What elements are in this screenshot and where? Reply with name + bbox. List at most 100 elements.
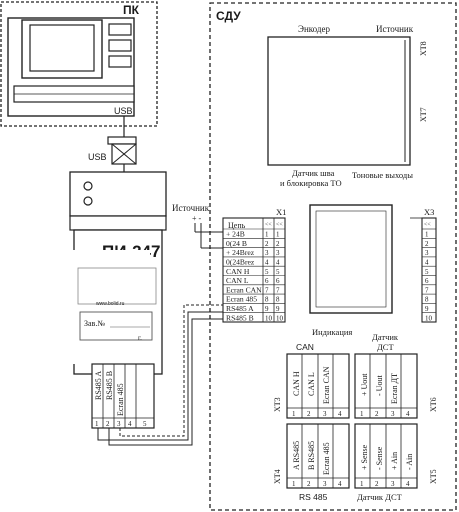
x1-row-number: 1	[265, 231, 269, 239]
x1-row-number-mirror: 1	[276, 231, 280, 239]
x3-row-number: 5	[425, 268, 429, 276]
converter-pin-num-2: 2	[106, 420, 110, 428]
x1-label: X1	[276, 207, 286, 217]
xt4-pin-3-label: Ecran 485	[322, 442, 331, 475]
usb-cable: USB	[88, 116, 137, 172]
svg-text:<<: <<	[265, 222, 272, 228]
xt4-label: XT4	[273, 469, 282, 484]
xt6-title-1: Датчик	[372, 332, 399, 342]
xt6-num-2: 2	[375, 410, 379, 418]
xt5-num-3: 3	[391, 480, 395, 488]
x1-row-number: 4	[265, 259, 269, 267]
xt6-block: Датчик ДСТ XT6 + Uout - Uout Ecran ДТ 1 …	[354, 332, 438, 419]
xt7-label: XT7	[419, 107, 428, 122]
x1-row-number-mirror: 8	[276, 296, 280, 304]
xt3-num-2: 2	[307, 410, 311, 418]
x1-row-number: 10	[265, 314, 273, 322]
x3-row-number: 6	[425, 277, 429, 285]
sdu-title: СДУ	[216, 9, 241, 23]
power-source-label: Источник	[172, 203, 210, 213]
xt6-num-1: 1	[360, 410, 364, 418]
tone-outputs-label: Тоновые выходы	[352, 170, 413, 180]
xt3-title: CAN	[296, 342, 314, 352]
xt6-num-4: 4	[406, 410, 410, 418]
x3-row-number: 4	[425, 259, 429, 267]
xt5-label: XT5	[429, 469, 438, 484]
sdu-dashed-border	[209, 2, 457, 511]
xt4-block: XT4 A RS485 B RS485 Ecran 485 1 2 3 4 RS…	[273, 423, 350, 502]
x1-row-number-mirror: 5	[276, 268, 280, 276]
x1-row-number: 2	[265, 240, 269, 248]
converter-pin-num-4: 4	[128, 420, 132, 428]
x3-row-number: 1	[425, 231, 429, 239]
xt4-bottom-label: RS 485	[299, 492, 328, 502]
x1-row-name: + 24B	[226, 230, 245, 239]
xt3-num-1: 1	[292, 410, 296, 418]
x1-row-name: RS485 B	[226, 313, 254, 322]
x1-row-number: 8	[265, 296, 269, 304]
x1-row-name: CAN L	[226, 276, 249, 285]
x3-row-number: 3	[425, 249, 429, 257]
svg-text:<<: <<	[276, 222, 283, 228]
rs485-wires	[97, 304, 223, 446]
xt6-pin-2-label: - Uout	[375, 375, 384, 396]
x1-header: Цепь	[228, 221, 246, 230]
xt3-pin-3-label: Ecran CAN	[322, 366, 331, 404]
sensor-label-1: Датчик шва	[292, 168, 335, 178]
xt4-num-4: 4	[338, 480, 342, 488]
xt3-pin-1-label: CAN H	[292, 371, 301, 396]
converter-terminal-pins: RS485 A RS485 B Ecran 485 1 2 3 4 5	[94, 364, 147, 428]
xt3-pin-2-label: CAN L	[307, 372, 316, 396]
x1-row-name: Ecran CAN	[226, 285, 262, 294]
x1-row-name: + 24Brez	[226, 248, 255, 257]
xt5-block: XT5 + Sense - Sense + Ain - Ain 1 2 3 4 …	[354, 423, 438, 502]
xt5-num-1: 1	[360, 480, 364, 488]
converter-pin-2-label: RS485 B	[105, 371, 114, 400]
x1-row-number: 7	[265, 286, 269, 294]
xt5-pin-4-label: - Ain	[405, 454, 414, 470]
x1-row-number: 3	[265, 249, 269, 257]
xt3-label: XT3	[273, 397, 282, 412]
x1-row-number: 5	[265, 268, 269, 276]
converter-pin-num-5: 5	[143, 420, 147, 428]
x1-row-number-mirror: 3	[276, 249, 280, 257]
converter-terminal-block	[91, 363, 155, 429]
xt4-pin-2-label: B RS485	[307, 441, 316, 470]
xt6-title-2: ДСТ	[377, 342, 394, 352]
sdu-block: СДУ Энкодер Источник XT8 XT7 Датчик шва …	[209, 2, 457, 511]
converter-site: www.bolid.ru	[96, 301, 125, 307]
x3-row-number: 8	[425, 296, 429, 304]
x1-row-name: CAN H	[226, 267, 250, 276]
x1-row-number-mirror: 7	[276, 286, 280, 294]
pc-usb-label: USB	[114, 106, 133, 116]
xt8-label: XT8	[419, 41, 428, 56]
indication-label: Индикация	[312, 327, 352, 337]
xt4-pin-1-label: A RS485	[292, 441, 301, 470]
xt3-num-4: 4	[338, 410, 342, 418]
x1-row-name: 0(24 B	[226, 239, 247, 248]
xt5-pin-2-label: - Sense	[375, 446, 384, 470]
converter-pin-3-label: Ecran 485	[116, 383, 125, 416]
xt4-num-3: 3	[323, 480, 327, 488]
x3-row-number: 7	[425, 286, 429, 294]
converter-pin-num-1: 1	[95, 420, 99, 428]
center-module	[309, 204, 393, 314]
x3-label: X3	[424, 207, 434, 217]
pc-dashed-border	[0, 1, 158, 127]
encoder-label: Энкодер	[298, 24, 330, 34]
x1-row-number: 6	[265, 277, 269, 285]
x1-row-number-mirror: 2	[276, 240, 280, 248]
xt4-num-1: 1	[292, 480, 296, 488]
x1-row-number-mirror: 10	[276, 314, 284, 322]
occluding-label-card	[0, 250, 150, 364]
svg-text:+ -: + -	[192, 214, 202, 223]
converter-block: ПИ-247 www.bolid.ru Зав.№ г. RS485 A RS4…	[0, 171, 167, 429]
x1-row-number-mirror: 4	[276, 259, 280, 267]
cable-usb-label: USB	[88, 152, 107, 162]
x1-row-number: 9	[265, 305, 269, 313]
xt5-pin-1-label: + Sense	[360, 444, 369, 470]
xt6-label: XT6	[429, 397, 438, 412]
top-board	[267, 36, 411, 166]
